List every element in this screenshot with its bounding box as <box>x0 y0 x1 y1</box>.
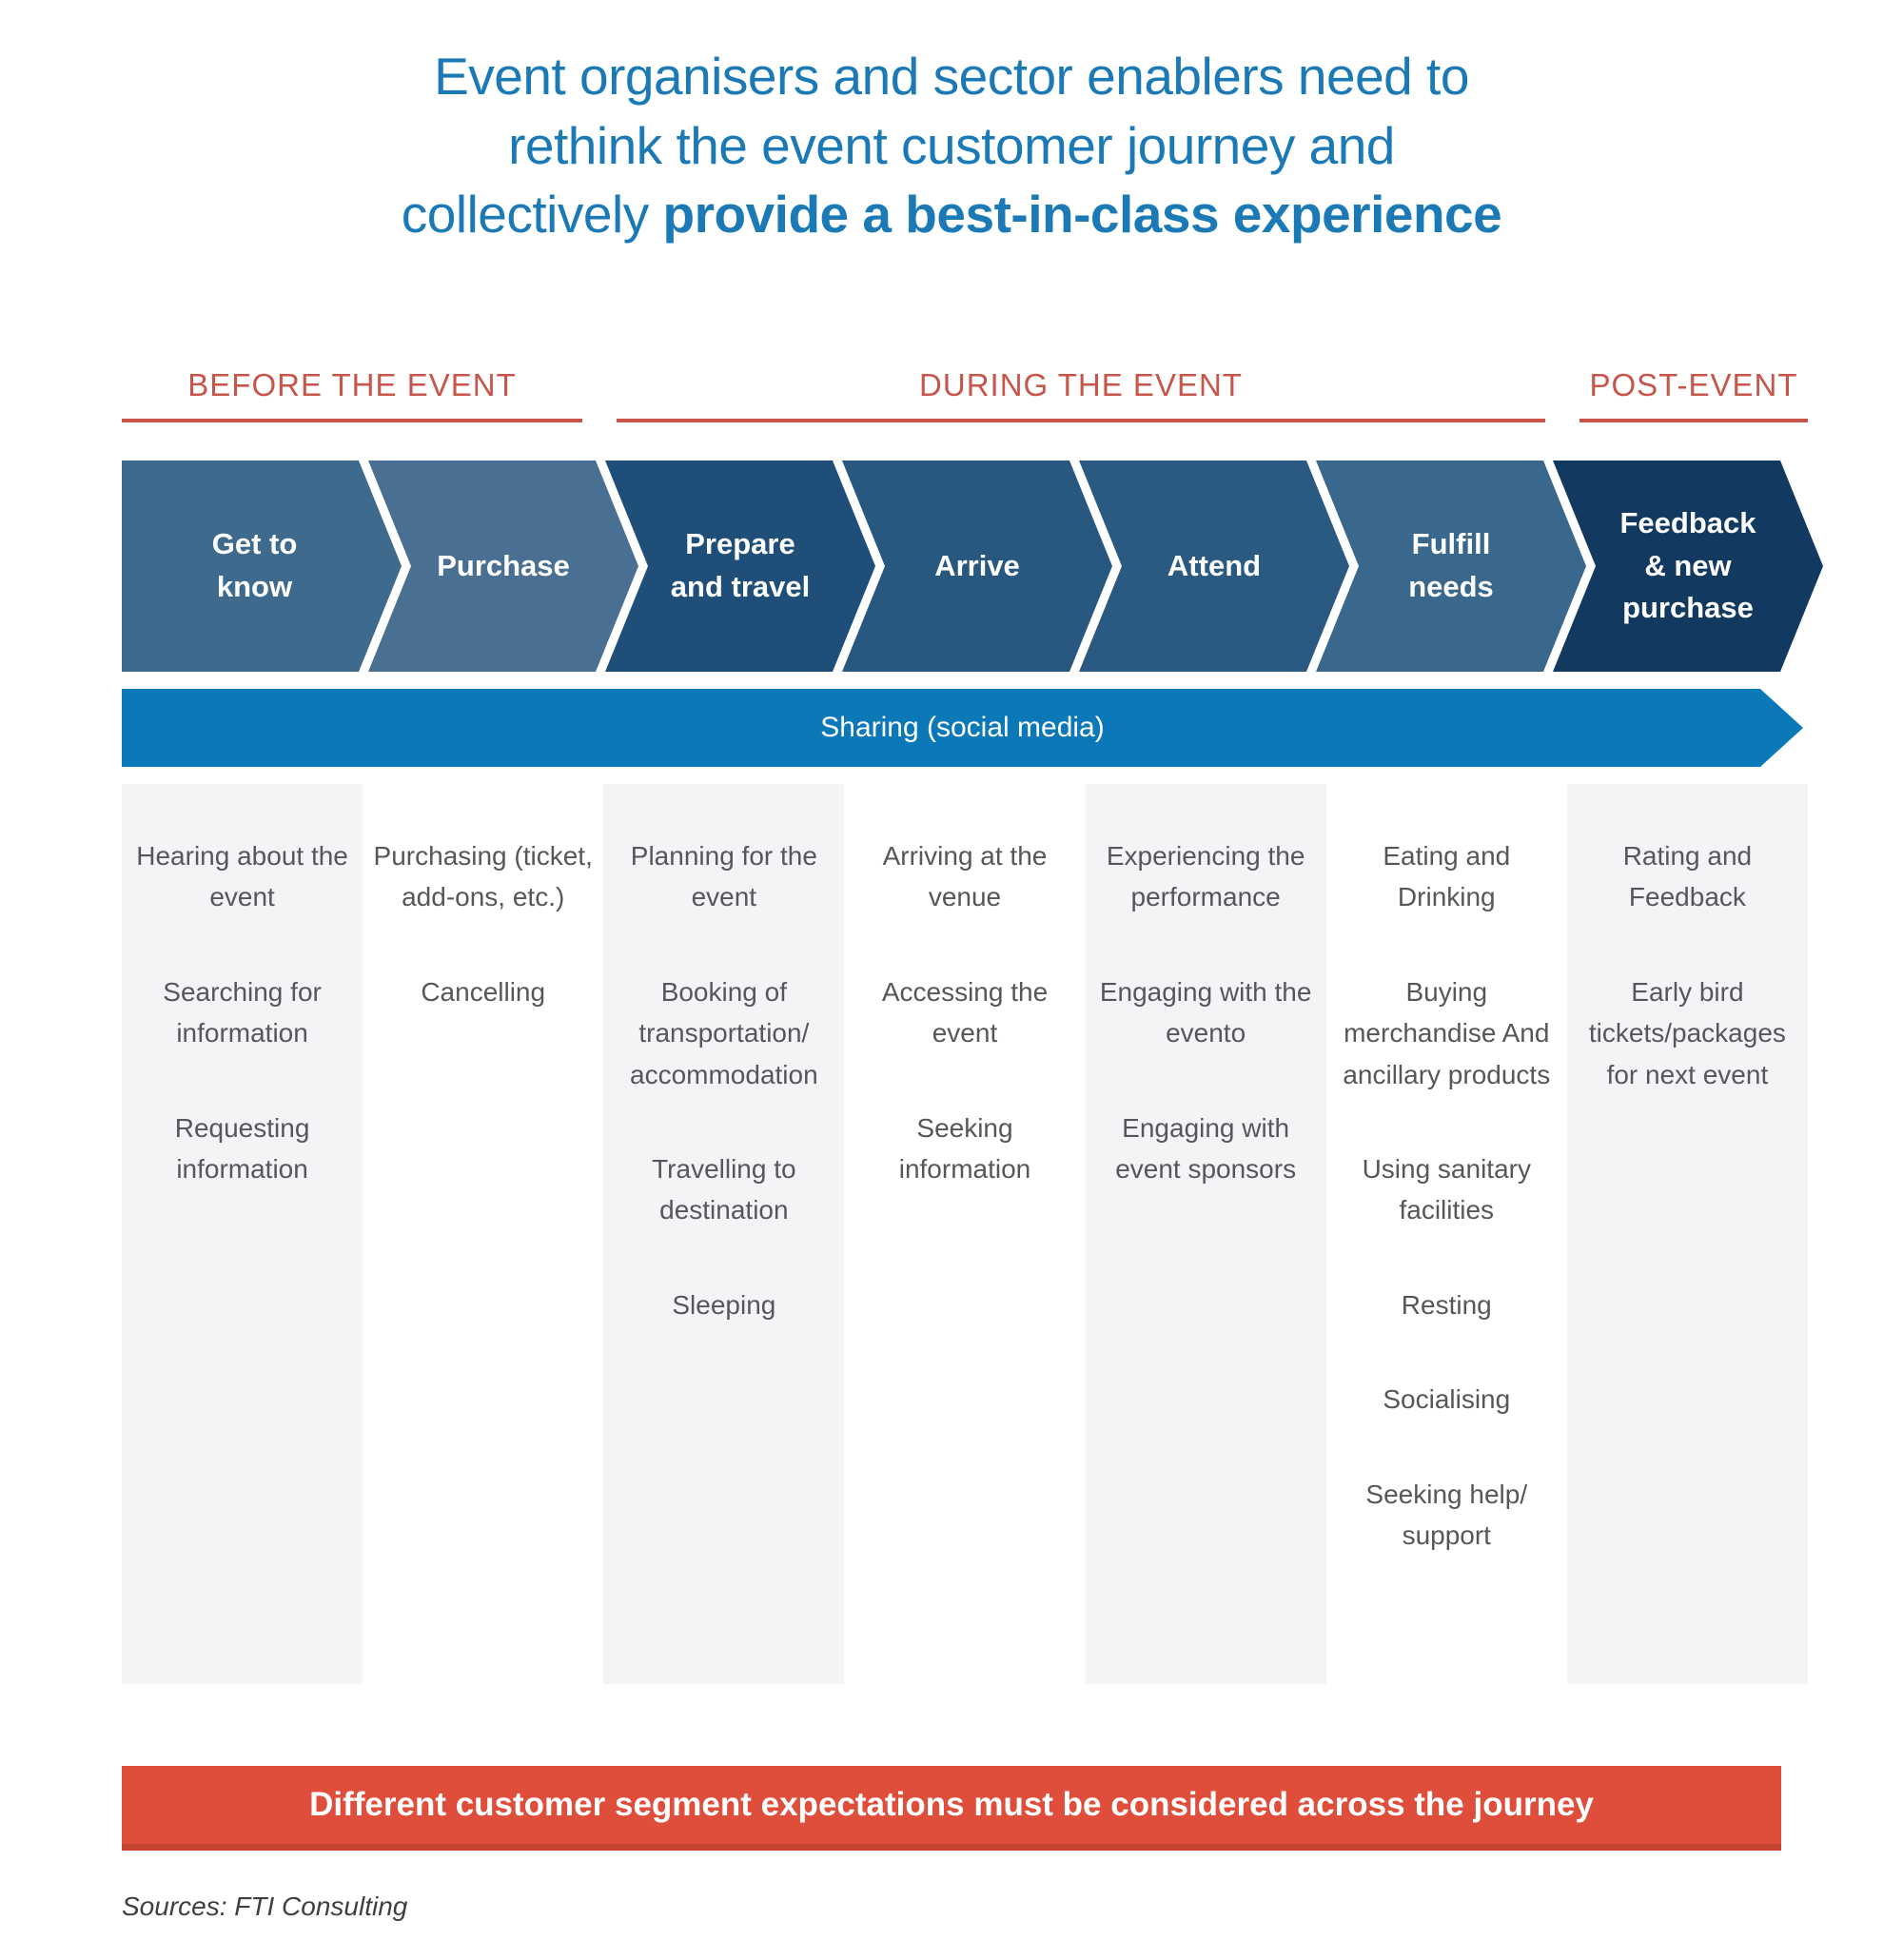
phase-before-the-event: BEFORE THE EVENT <box>122 367 582 422</box>
phase-post-event: POST-EVENT <box>1579 367 1808 422</box>
phase-label: DURING THE EVENT <box>919 367 1243 402</box>
activity-item: Purchasing (ticket, add-ons, etc.) <box>373 841 593 912</box>
title-line-3: collectively provide a best-in-class exp… <box>0 180 1903 249</box>
activity-item: Socialising <box>1383 1384 1511 1415</box>
activity-item: Early bird tickets/packages for next eve… <box>1588 976 1786 1089</box>
activity-column-2: Purchasing (ticket, add-ons, etc.) Cancel… <box>363 784 603 1684</box>
sharing-bar-label: Sharing (social media) <box>820 712 1105 743</box>
phase-header-row: BEFORE THE EVENT DURING THE EVENT POST-E… <box>122 367 1808 422</box>
stage-chevron-5: Attend <box>1079 461 1349 672</box>
stage-label: Attend <box>1167 548 1262 582</box>
banner-text: Different customer segment expectations … <box>309 1786 1594 1823</box>
activity-item: Engaging with the evento <box>1099 976 1312 1049</box>
title-line-1: Event organisers and sector enablers nee… <box>434 47 1469 106</box>
activity-item: Arriving at the venue <box>882 841 1048 912</box>
activity-item: Using sanitary facilities <box>1362 1153 1531 1225</box>
stage-chevron-4: Arrive <box>842 461 1112 672</box>
activity-item: Hearing about the event <box>136 841 348 912</box>
sharing-bar: Sharing (social media) <box>122 689 1803 767</box>
title-line-2: rethink the event customer journey and <box>508 115 1395 175</box>
page-title: Event organisers and sector enablers nee… <box>0 42 1903 249</box>
stage-label: Purchase <box>437 548 570 582</box>
title-line-3-regular: collectively <box>401 185 663 245</box>
activity-item: Seeking help/ support <box>1365 1479 1528 1550</box>
activity-item: Travelling to destination <box>652 1153 796 1225</box>
stage-label: Arrive <box>934 548 1020 582</box>
title-line-3-bold: provide a best-in-class experience <box>662 185 1502 245</box>
activity-item: Experiencing the performance <box>1106 841 1305 912</box>
activity-item: Seeking information <box>898 1112 1031 1184</box>
activity-item: Booking of transportation/ accommodation <box>630 976 818 1089</box>
activity-item: Searching for information <box>163 976 322 1049</box>
sources-note: Sources: FTI Consulting <box>122 1891 408 1921</box>
activity-item: Resting <box>1401 1289 1492 1320</box>
activity-item: Buying merchandise And ancillary product… <box>1343 976 1551 1089</box>
activity-item: Accessing the event <box>881 976 1049 1049</box>
activity-item: Engaging with event sponsors <box>1115 1112 1297 1184</box>
activity-item: Sleeping <box>672 1289 776 1320</box>
activity-item: Eating and Drinking <box>1383 841 1511 912</box>
phase-during-the-event: DURING THE EVENT <box>617 367 1545 422</box>
banner: Different customer segment expectations … <box>122 1766 1781 1851</box>
activity-item: Cancelling <box>421 976 546 1007</box>
stage-chevron-2: Purchase <box>368 461 638 672</box>
phase-label: POST-EVENT <box>1589 367 1798 402</box>
phase-label: BEFORE THE EVENT <box>187 367 517 402</box>
activity-item: Rating and Feedback <box>1622 841 1753 912</box>
activity-item: Planning for the event <box>630 841 817 912</box>
activity-item: Requesting information <box>174 1112 310 1184</box>
